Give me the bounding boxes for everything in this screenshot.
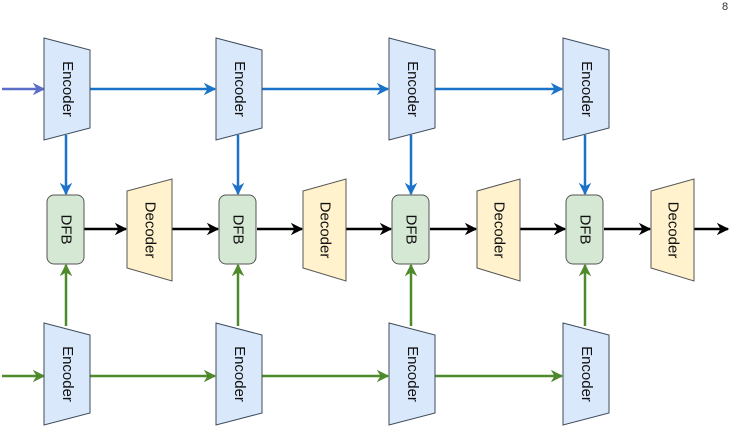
- top-encoder-4: Encoder: [562, 37, 610, 141]
- decoder-2: Decoder: [302, 178, 347, 282]
- corner-mark: 8: [722, 1, 728, 13]
- decoder-1-label: Decoder: [142, 202, 159, 259]
- bottom-encoder-4: Encoder: [562, 322, 610, 426]
- fusion-row: DFB Decoder DFB Decoder DFB Decoder DFB: [46, 178, 730, 282]
- bottom-encoder-row: Encoder Encoder Encoder Encoder: [2, 263, 610, 426]
- dfb-3: DFB: [391, 194, 430, 265]
- decoder-4-label: Decoder: [665, 202, 682, 259]
- top-encoder-1: Encoder: [43, 37, 91, 141]
- bottom-encoder-3: Encoder: [388, 322, 436, 426]
- top-encoder-2: Encoder: [215, 37, 263, 141]
- decoder-4: Decoder: [650, 178, 695, 282]
- decoder-1: Decoder: [126, 178, 173, 282]
- bottom-encoder-3-label: Encoder: [404, 346, 421, 402]
- decoder-3: Decoder: [476, 178, 521, 282]
- dfb-1-label: DFB: [58, 215, 75, 245]
- dfb-4-label: DFB: [577, 215, 594, 245]
- bottom-encoder-2: Encoder: [215, 322, 263, 426]
- top-encoder-2-label: Encoder: [231, 61, 248, 117]
- decoder-2-label: Decoder: [317, 202, 334, 259]
- top-encoder-4-label: Encoder: [578, 61, 595, 117]
- dfb-1: DFB: [46, 194, 85, 265]
- bottom-encoder-2-label: Encoder: [231, 346, 248, 402]
- dfb-4: DFB: [565, 194, 604, 265]
- top-encoder-row: Encoder Encoder Encoder Encoder: [2, 37, 610, 196]
- top-encoder-1-label: Encoder: [59, 61, 76, 117]
- bottom-encoder-1-label: Encoder: [59, 346, 76, 402]
- top-encoder-3-label: Encoder: [404, 61, 421, 117]
- dfb-2: DFB: [218, 194, 257, 265]
- dfb-2-label: DFB: [230, 215, 247, 245]
- bottom-encoder-1: Encoder: [43, 322, 91, 426]
- decoder-3-label: Decoder: [491, 202, 508, 259]
- dfb-3-label: DFB: [403, 215, 420, 245]
- top-encoder-3: Encoder: [388, 37, 436, 141]
- bottom-encoder-4-label: Encoder: [578, 346, 595, 402]
